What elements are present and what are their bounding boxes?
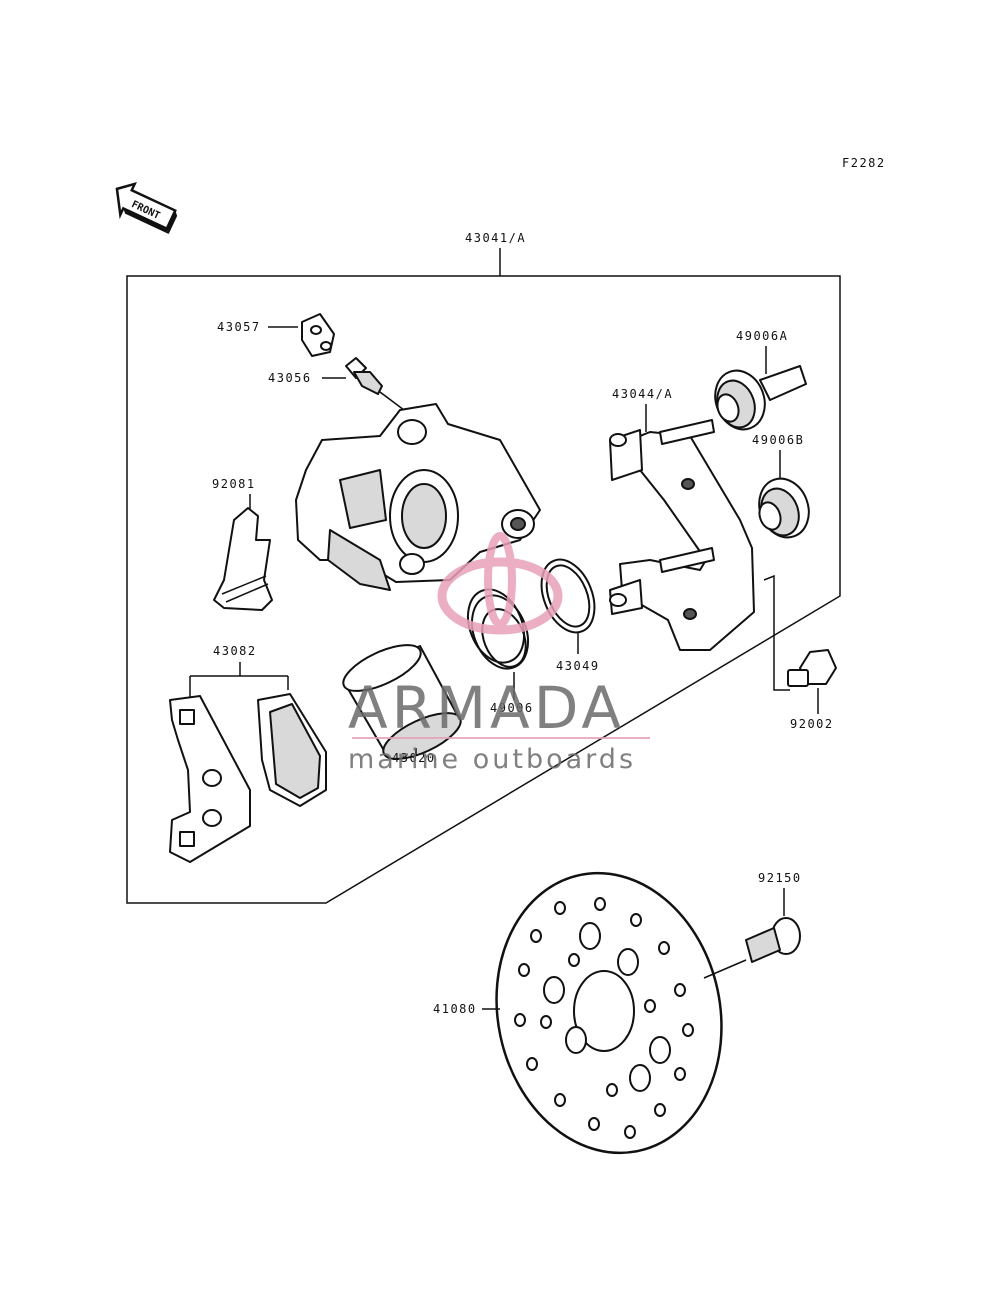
label-holder-bolt: 92002 xyxy=(790,717,834,731)
label-bleeder-valve: 43056 xyxy=(268,371,312,385)
armada-logo-icon xyxy=(437,532,563,635)
label-brake-pads: 43082 xyxy=(213,644,257,658)
figure-code: F2282 xyxy=(842,156,886,170)
label-caliper-holder: 43044/A xyxy=(612,387,673,401)
holder-bolt xyxy=(787,649,837,687)
bleeder-valve xyxy=(345,357,405,411)
disc-bolt xyxy=(745,917,801,963)
brake-disc xyxy=(495,871,723,1155)
label-piston: 43020 xyxy=(392,751,436,765)
boot-b xyxy=(758,477,810,539)
brake-pad-friction xyxy=(257,693,327,807)
piston-seal xyxy=(540,558,596,634)
watermark-brand: ARMADA xyxy=(348,674,625,742)
piston xyxy=(342,644,462,760)
brake-pad-backing-plate xyxy=(169,695,251,863)
bleeder-cap xyxy=(301,313,335,357)
caliper-holder xyxy=(609,419,755,651)
front-arrow-icon: FRONT xyxy=(115,181,178,234)
label-boot-a: 49006A xyxy=(736,329,788,343)
assembly-frame xyxy=(126,275,841,904)
label-piston-seal: 43049 xyxy=(556,659,600,673)
boot-a xyxy=(714,365,807,431)
label-bleeder-cap: 43057 xyxy=(217,320,261,334)
label-pad-spring: 92081 xyxy=(212,477,256,491)
watermark-tagline: marine outboards xyxy=(348,744,636,775)
label-boot-b: 49006B xyxy=(752,433,804,447)
label-caliper-assy: 43041/A xyxy=(465,231,526,245)
armada-watermark: ARMADA marine outboards xyxy=(348,532,650,775)
label-disc: 41080 xyxy=(433,1002,477,1016)
label-disc-bolt: 92150 xyxy=(758,871,802,885)
pad-spring xyxy=(213,507,273,611)
caliper-body xyxy=(295,403,541,591)
label-piston-seal-boot: 49006 xyxy=(490,701,534,715)
